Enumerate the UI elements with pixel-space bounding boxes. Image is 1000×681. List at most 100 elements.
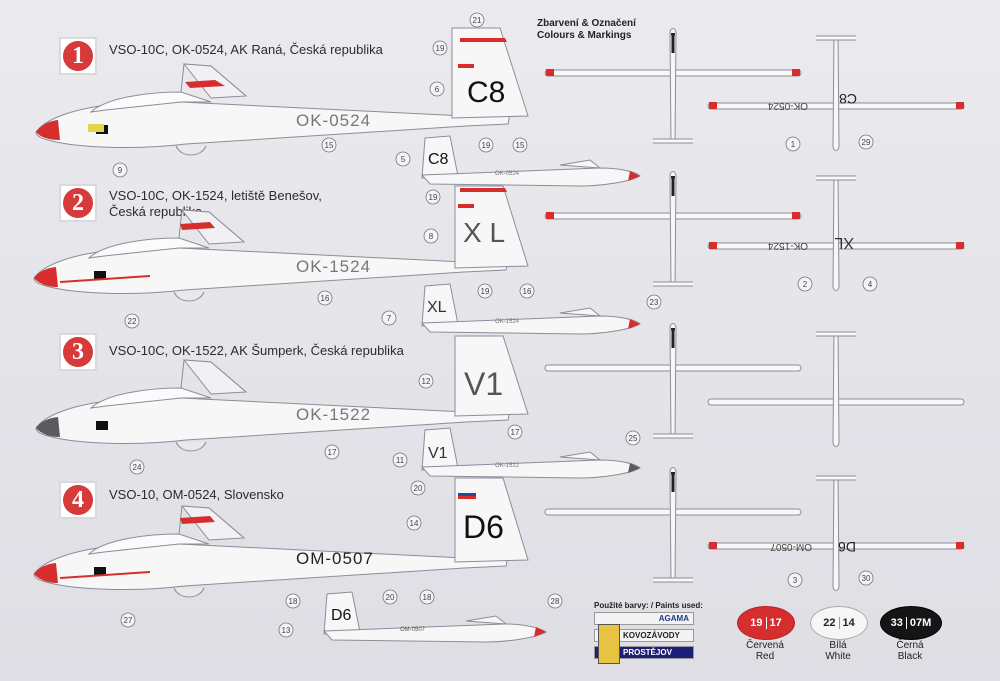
profile-2-registration: OK-1524 (296, 257, 371, 276)
profile-2-side-view (33, 185, 529, 302)
profile-4-small-code: D6 (331, 607, 352, 624)
profile-1-registration: OK-0524 (296, 111, 371, 130)
callout-4: 4 (862, 276, 878, 292)
profile-4-top-view (548, 468, 798, 583)
callout-18: 18 (285, 593, 301, 609)
svg-text:11: 11 (396, 456, 405, 465)
svg-text:4: 4 (868, 280, 873, 289)
profile-2-bottom-code: XL (834, 234, 854, 251)
profile-2-bottom-reg: OK-1524 (768, 240, 808, 251)
profile-1-side-view (35, 27, 529, 156)
callout-12: 12 (418, 373, 434, 389)
callout-18: 18 (419, 589, 435, 605)
profile-number-4: 4 (59, 481, 97, 519)
callout-19: 19 (477, 283, 493, 299)
callout-19: 19 (478, 137, 494, 153)
profile-2-caption: VSO-10C, OK-1524, letiště Benešov, (109, 188, 322, 203)
callout-8: 8 (423, 228, 439, 244)
kovozavody-logo (598, 624, 620, 664)
svg-text:23: 23 (650, 298, 659, 307)
svg-text:16: 16 (321, 294, 330, 303)
callout-20: 20 (410, 480, 426, 496)
paints-used-label: Použité barvy: / Paints used: (594, 601, 703, 610)
profile-3-small-side (420, 427, 641, 479)
svg-text:5: 5 (401, 155, 406, 164)
callout-24: 24 (129, 459, 145, 475)
profile-4-small-side (322, 591, 547, 643)
callout-23: 23 (646, 294, 662, 310)
profile-2-bottom-view (709, 176, 964, 291)
colours-markings-header: Zbarvení & Označení Colours & Markings (537, 18, 636, 42)
profile-number-2: 2 (59, 184, 97, 222)
svg-text:9: 9 (118, 166, 123, 175)
callout-16: 16 (519, 283, 535, 299)
svg-text:21: 21 (473, 16, 482, 25)
svg-text:19: 19 (429, 193, 438, 202)
svg-text:19: 19 (482, 141, 491, 150)
svg-text:17: 17 (328, 448, 337, 457)
svg-text:6: 6 (435, 85, 440, 94)
svg-text:24: 24 (133, 463, 142, 472)
profile-1-small-reg: OK-0524 (495, 171, 520, 177)
profile-4-bottom-reg: OM-0507 (770, 541, 812, 552)
svg-text:27: 27 (124, 616, 133, 625)
profile-2-small-reg: OK-1524 (495, 319, 520, 325)
svg-text:17: 17 (511, 428, 520, 437)
profile-2-small-code: XL (427, 299, 447, 316)
profile-1-bottom-code: C8 (839, 91, 857, 107)
callout-5: 5 (395, 151, 411, 167)
profile-4-registration: OM-0507 (296, 549, 374, 568)
profile-2-caption-line2: Česká republika (109, 204, 203, 219)
profile-4-caption: VSO-10, OM-0524, Slovensko (109, 487, 284, 502)
svg-text:15: 15 (325, 141, 334, 150)
svg-text:18: 18 (423, 593, 432, 602)
profile-1-caption: VSO-10C, OK-0524, AK Raná, Česká republi… (109, 42, 383, 57)
svg-text:18: 18 (289, 597, 298, 606)
header-czech: Zbarvení & Označení (537, 18, 636, 29)
svg-text:19: 19 (436, 44, 445, 53)
profile-4-tail-code: D6 (463, 509, 504, 545)
profile-2-tail-code: X L (463, 217, 505, 248)
svg-text:14: 14 (410, 519, 419, 528)
callout-25: 25 (625, 430, 641, 446)
agama-brand: AGAMA (594, 612, 694, 625)
profile-4-small-reg: OM-0507 (400, 627, 426, 633)
callout-27: 27 (120, 612, 136, 628)
header-english: Colours & Markings (537, 30, 632, 41)
callout-20: 20 (382, 589, 398, 605)
callout-17: 17 (507, 424, 523, 440)
profile-3-caption: VSO-10C, OK-1522, AK Šumperk, Česká repu… (109, 343, 404, 358)
svg-text:7: 7 (387, 314, 392, 323)
profile-3-top-view (548, 324, 798, 439)
svg-text:28: 28 (551, 597, 560, 606)
callout-11: 11 (392, 452, 408, 468)
callout-19: 19 (425, 189, 441, 205)
callout-16: 16 (317, 290, 333, 306)
profile-1-small-code: C8 (428, 151, 449, 168)
profile-number-3: 3 (59, 333, 97, 371)
svg-text:25: 25 (629, 434, 638, 443)
svg-text:16: 16 (523, 287, 532, 296)
svg-text:15: 15 (516, 141, 525, 150)
profile-1-bottom-view (709, 36, 964, 151)
callout-13: 13 (278, 622, 294, 638)
profile-3-bottom-view (711, 332, 961, 447)
callout-17: 17 (324, 444, 340, 460)
svg-text:29: 29 (862, 138, 871, 147)
callout-2: 2 (797, 276, 813, 292)
callout-14: 14 (406, 515, 422, 531)
callout-22: 22 (124, 313, 140, 329)
profile-4-bottom-code: D6 (838, 539, 856, 555)
callout-15: 15 (321, 137, 337, 153)
callout-3: 3 (787, 572, 803, 588)
profile-3-side-view (35, 335, 529, 452)
profile-1-small-side (420, 135, 641, 187)
svg-text:13: 13 (282, 626, 291, 635)
